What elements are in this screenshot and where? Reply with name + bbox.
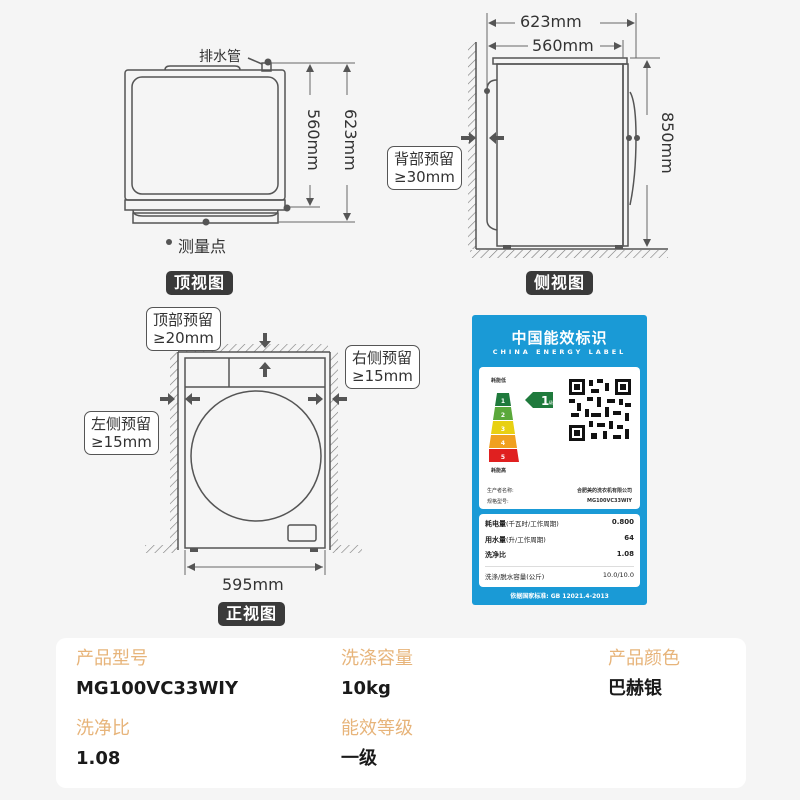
manufacturer-label: 生产者名称: (487, 488, 514, 494)
drain-pipe-label: 排水管 (199, 49, 241, 65)
metric-value: 64 (624, 534, 634, 542)
left-clearance-value: ≥15mm (91, 433, 152, 451)
spec-value: MG100VC33WIY (76, 678, 239, 699)
qr-code (567, 377, 633, 443)
manufacturer-value: 合肥美的洗衣机有限公司 (576, 488, 632, 494)
top-clearance-callout: 顶部预留 ≥20mm (146, 307, 221, 351)
spec-model: 产品型号 MG100VC33WIY (76, 648, 238, 700)
spec-label: 洗涤容量 (341, 648, 413, 669)
standard-reference: 依据国家标准: GB 12021.4-2013 (510, 593, 609, 600)
left-clearance-title: 左侧预留 (91, 415, 152, 433)
high-consumption-label: 耗能高 (491, 468, 507, 474)
svg-text:级: 级 (549, 399, 553, 405)
back-clearance-value: ≥30mm (394, 168, 455, 186)
metric-value: 10.0/10.0 (602, 571, 634, 579)
top-clearance-value: ≥20mm (153, 329, 214, 347)
energy-label-title-en: CHINA ENERGY LABEL (492, 348, 627, 356)
spec-label: 产品型号 (76, 648, 148, 669)
svg-text:4: 4 (501, 440, 505, 447)
front-view-tag: 正视图 (218, 602, 286, 626)
top-clearance-title: 顶部预留 (153, 311, 214, 329)
back-clearance-title: 背部预留 (394, 150, 455, 168)
metric-label: 洗净比 (485, 551, 506, 559)
side-width-outer: 623mm (518, 12, 584, 31)
metric-unit: (千瓦时/工作周期) (506, 520, 559, 528)
spec-label: 产品颜色 (608, 648, 680, 669)
metric-unit: (升/工作周期) (506, 536, 546, 544)
spec-label: 能效等级 (341, 718, 413, 739)
spec-value: 1.08 (76, 748, 121, 769)
metric-label: 用水量 (485, 536, 506, 544)
spec-wash-ratio: 洗净比 1.08 (76, 718, 130, 770)
svg-text:2: 2 (501, 412, 505, 419)
right-clearance-value: ≥15mm (352, 367, 413, 385)
energy-grade-scale: 1 2 3 4 5 1 级 (489, 392, 553, 462)
side-view-tag: 侧视图 (526, 271, 594, 295)
metric-row: 耗电量(千瓦时/工作周期) 0.800 (485, 518, 634, 529)
side-height: 850mm (658, 112, 677, 174)
measure-point-legend: 测量点 (178, 237, 227, 256)
metric-value: 0.800 (611, 518, 634, 526)
top-depth-outer: 623mm (336, 95, 360, 185)
metric-divider (485, 566, 634, 567)
top-view-tag: 顶视图 (166, 271, 234, 295)
side-view-drawing (461, 13, 668, 258)
back-clearance-callout: 背部预留 ≥30mm (387, 146, 462, 190)
side-width-inner: 560mm (530, 36, 596, 55)
energy-metrics-panel: 耗电量(千瓦时/工作周期) 0.800 用水量(升/工作周期) 64 洗净比 1… (479, 514, 640, 587)
svg-text:1: 1 (541, 394, 549, 408)
metric-label: 洗涤/脱水容量 (485, 573, 527, 581)
spec-capacity: 洗涤容量 10kg (341, 648, 413, 700)
energy-label-title-cn: 中国能效标识 (511, 329, 608, 347)
spec-value: 10kg (341, 678, 391, 699)
low-consumption-label: 耗能低 (491, 378, 507, 384)
china-energy-label: 中国能效标识 CHINA ENERGY LABEL 耗能低 1 2 3 4 5 … (472, 315, 647, 605)
spec-value: 一级 (341, 748, 377, 769)
spec-label: 洗净比 (76, 718, 130, 739)
spec-color: 产品颜色 巴赫银 (608, 648, 680, 700)
right-clearance-callout: 右侧预留 ≥15mm (345, 345, 420, 389)
front-width: 595mm (222, 575, 284, 594)
svg-text:5: 5 (501, 454, 505, 461)
spec-energy-grade: 能效等级 一级 (341, 718, 413, 770)
model-value: MG100VC33WIY (586, 498, 632, 504)
front-view-drawing (145, 333, 362, 575)
spec-card: 产品型号 MG100VC33WIY 洗涤容量 10kg 产品颜色 巴赫银 洗净比… (56, 638, 746, 788)
right-clearance-title: 右侧预留 (352, 349, 413, 367)
top-depth-inner: 560mm (299, 95, 323, 185)
spec-value: 巴赫银 (608, 678, 662, 699)
metric-row: 洗涤/脱水容量(公斤) 10.0/10.0 (485, 571, 634, 581)
metric-value: 1.08 (616, 550, 634, 558)
metric-row: 用水量(升/工作周期) 64 (485, 534, 634, 545)
left-clearance-callout: 左侧预留 ≥15mm (84, 411, 159, 455)
metric-row: 洗净比 1.08 (485, 550, 634, 560)
metric-label: 耗电量 (485, 520, 506, 528)
svg-text:3: 3 (501, 426, 505, 433)
energy-grade-panel: 耗能低 1 2 3 4 5 1 级 耗能高 (479, 367, 640, 509)
model-label: 规格型号: (487, 499, 509, 505)
metric-unit: (公斤) (526, 573, 545, 581)
svg-text:1: 1 (501, 398, 505, 405)
